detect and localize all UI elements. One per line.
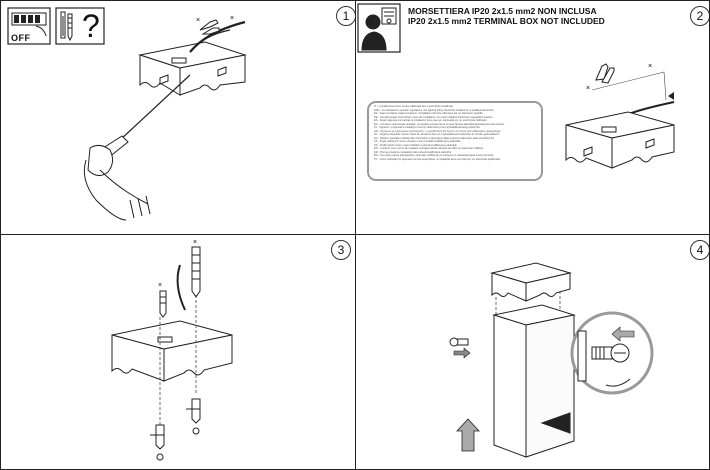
svg-text:×: × bbox=[230, 15, 234, 22]
svg-text:×: × bbox=[196, 17, 200, 24]
notice-line: SK - Podľa istých noriem musí inštaláciu… bbox=[374, 143, 458, 147]
base-box-drawing bbox=[565, 111, 675, 169]
notice-line: ENG - As indicated by specific regulatio… bbox=[374, 108, 495, 112]
notice-line: CZ - Podle některých norem instalaci mus… bbox=[374, 140, 462, 143]
notice-line: RO - Conform unor norme de instalare mon… bbox=[374, 147, 484, 150]
notice-line: PT - Como indicado por algumas normas es… bbox=[374, 157, 501, 161]
panel-step-2: × × 2 bbox=[356, 0, 710, 234]
title-line-1: MORSETTIERA IP20 2x1.5 mm2 NON INCLUSA bbox=[408, 6, 597, 16]
screw-icon bbox=[150, 424, 165, 461]
step-1-illustration: × × bbox=[7, 7, 247, 221]
screwdriver-hand-drawing bbox=[83, 74, 191, 221]
base-box-drawing bbox=[111, 320, 233, 382]
luminaire-body bbox=[492, 304, 576, 458]
panel-step-4: 4 bbox=[356, 235, 710, 470]
screw-icon bbox=[186, 398, 201, 435]
step-number-3: 3 bbox=[331, 240, 351, 260]
notice-line: BG - Съгласно някои разпоредби, монтажа … bbox=[374, 154, 494, 157]
notice-line: ES - Según algunas normativas la instala… bbox=[374, 119, 488, 122]
step-3-illustration: × × bbox=[111, 239, 233, 461]
up-arrow-icon bbox=[456, 418, 480, 452]
svg-text:×: × bbox=[648, 63, 652, 70]
horizontal-divider bbox=[0, 234, 710, 235]
wall-plug-icon bbox=[191, 246, 201, 298]
notice-line: FR - Selon certaines réglementations, l'… bbox=[374, 112, 484, 115]
off-label: OFF bbox=[11, 33, 31, 43]
panel-step-3: × × bbox=[0, 235, 355, 470]
notice-line: NL - Volgens bepaalde normen dient de ar… bbox=[374, 133, 500, 136]
electrician-icon bbox=[357, 3, 401, 53]
notice-line: HR - Prema propisima instalaciju treba o… bbox=[374, 150, 452, 154]
base-box-drawing bbox=[490, 262, 572, 302]
svg-text:×: × bbox=[193, 239, 197, 246]
svg-text:×: × bbox=[158, 282, 162, 289]
notice-line: PL - Zgodnie z przepisami instalacja mus… bbox=[374, 126, 481, 129]
terminal-box-title: MORSETTIERA IP20 2x1.5 mm2 NON INCLUSA I… bbox=[408, 6, 605, 26]
vertical-divider bbox=[355, 0, 356, 470]
circuit-breaker-icon bbox=[7, 7, 51, 45]
screw-icon bbox=[449, 337, 469, 347]
notice-line: HU - Néhány speciális szabályozás értelm… bbox=[374, 136, 495, 140]
notice-line: GR - Σύμφωνα με ορισμένους κανονισμούς, … bbox=[374, 129, 502, 133]
installation-notice-box: IT - L'installazione deve essere effettu… bbox=[367, 101, 543, 181]
panel-step-1: × × OFF ? 1 bbox=[0, 0, 356, 234]
screw-icon bbox=[159, 290, 167, 318]
question-mark: ? bbox=[82, 8, 100, 44]
notice-line: IT - L'installazione deve essere effettu… bbox=[374, 105, 454, 108]
step-number-1: 1 bbox=[336, 6, 356, 26]
step-2-illustration: × × bbox=[357, 3, 675, 169]
detail-magnifier bbox=[570, 311, 654, 395]
pliers-icon bbox=[595, 63, 615, 84]
title-line-2: IP20 2x1.5 mm2 TERMINAL BOX NOT INCLUDED bbox=[408, 16, 605, 26]
notice-line: DE - Gemäß einiger Vorschriften muss die… bbox=[374, 115, 494, 119]
base-box-drawing bbox=[138, 41, 247, 96]
step-4-illustration bbox=[449, 262, 654, 458]
pliers-icon bbox=[199, 19, 220, 35]
svg-text:×: × bbox=[586, 85, 590, 92]
wall-plug-icon bbox=[55, 7, 105, 45]
notice-line: RU - Согласно некоторым нормам, установк… bbox=[374, 122, 505, 126]
